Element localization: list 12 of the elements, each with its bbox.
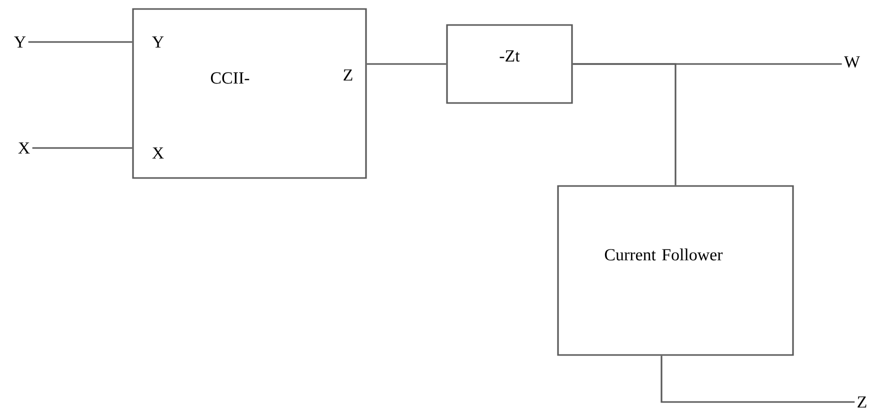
- block-box: -Zt: [446, 24, 573, 104]
- connector-line: [660, 356, 855, 403]
- connector-line: [32, 147, 132, 149]
- amplifier-box: Y CCII- Z X: [132, 8, 367, 179]
- block-box: Current Follower: [557, 185, 794, 356]
- connector-line: [366, 63, 446, 65]
- terminal-label: W: [844, 56, 860, 68]
- terminal-label: Z: [858, 396, 866, 408]
- connector-line: [28, 41, 132, 43]
- connector-line: [572, 63, 676, 186]
- terminal-label: X: [18, 142, 30, 154]
- terminal-label: Y: [14, 36, 26, 48]
